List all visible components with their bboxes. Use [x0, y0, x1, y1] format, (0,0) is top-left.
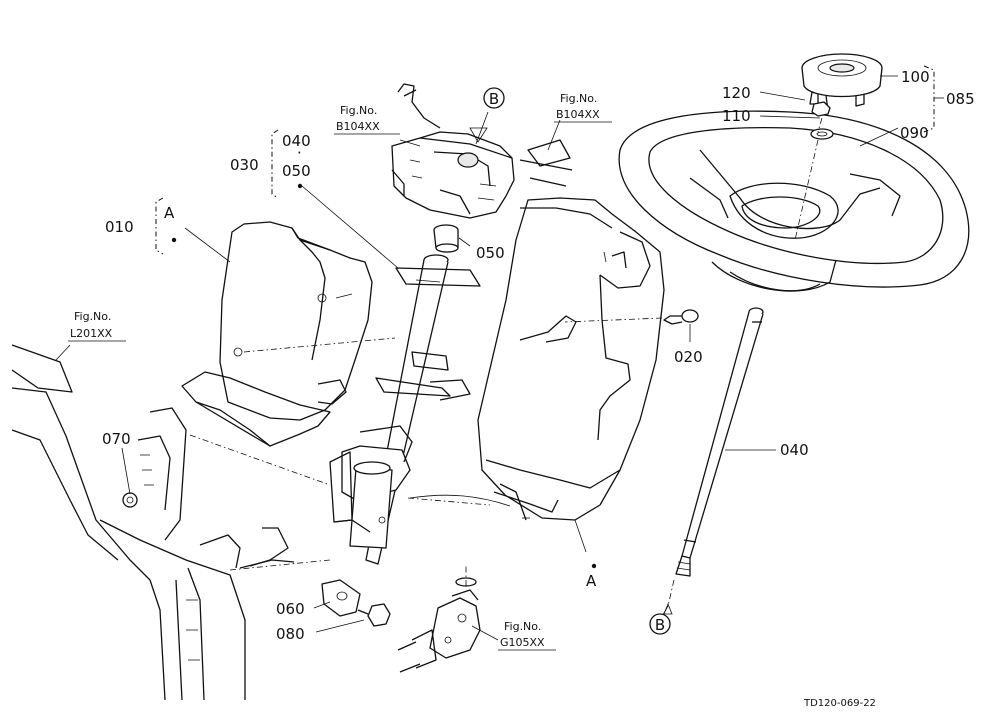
callout-050: 050	[476, 244, 505, 262]
washer-110	[810, 128, 834, 140]
callout-040-top: 040	[282, 132, 311, 150]
callout-dot: ·	[297, 144, 302, 162]
steering-shaft-040	[667, 307, 764, 607]
fig-ref-left-title: Fig.No.	[340, 104, 377, 117]
upper-cover	[477, 139, 665, 521]
callout-030: 030	[230, 156, 259, 174]
callout-120: 120	[722, 84, 751, 102]
callout-085: 085	[946, 90, 975, 108]
callout-110: 110	[722, 107, 751, 125]
fig-ref-right-title: Fig.No.	[560, 92, 597, 105]
dashboard-frame	[11, 344, 331, 701]
bushing-050	[433, 224, 471, 253]
callout-090: 090	[900, 124, 929, 142]
callout-040: 040	[780, 441, 809, 459]
wheel-axis-centerline	[794, 117, 823, 241]
callout-010: 010	[105, 218, 134, 236]
callout-020: 020	[674, 348, 703, 366]
fig-ref-left-code: B104XX	[336, 120, 380, 133]
dot-a-upper	[171, 237, 177, 243]
callout-brackets	[155, 65, 944, 255]
column-cover-010	[181, 221, 396, 447]
dot-030	[297, 183, 303, 189]
fig-ref-bottom-title: Fig.No.	[504, 620, 541, 633]
nut-120	[811, 101, 831, 117]
fig-ref-right-code: B104XX	[556, 108, 600, 121]
clamp-060	[321, 579, 361, 617]
marker-b-upper: B	[489, 90, 499, 108]
marker-a-upper: A	[164, 204, 175, 222]
marker-b-lower-ring	[649, 613, 671, 635]
column-post-030	[329, 254, 511, 565]
callout-080: 080	[276, 625, 305, 643]
fig-ref-frame-title: Fig.No.	[74, 310, 111, 323]
callout-060: 060	[276, 600, 305, 618]
marker-b-lower: B	[655, 616, 665, 634]
marker-a-lower: A	[586, 572, 597, 590]
drawing-code: TD120-069-22	[803, 698, 876, 709]
callout-100: 100	[901, 68, 930, 86]
leader-lines	[55, 75, 899, 641]
universal-joint	[397, 565, 481, 673]
combination-switch	[391, 83, 515, 219]
bolt-080	[357, 603, 391, 627]
callout-050-top: 050	[282, 162, 311, 180]
dot-a-lower	[591, 563, 597, 569]
fig-ref-frame-code: L201XX	[70, 327, 113, 340]
hub-cap-100	[801, 53, 883, 111]
callout-070: 070	[102, 430, 131, 448]
steering-wheel-090	[618, 110, 970, 292]
fig-ref-bottom-code: G105XX	[500, 636, 545, 649]
bolt-020	[564, 309, 699, 325]
marker-b-upper-ring	[483, 87, 505, 109]
